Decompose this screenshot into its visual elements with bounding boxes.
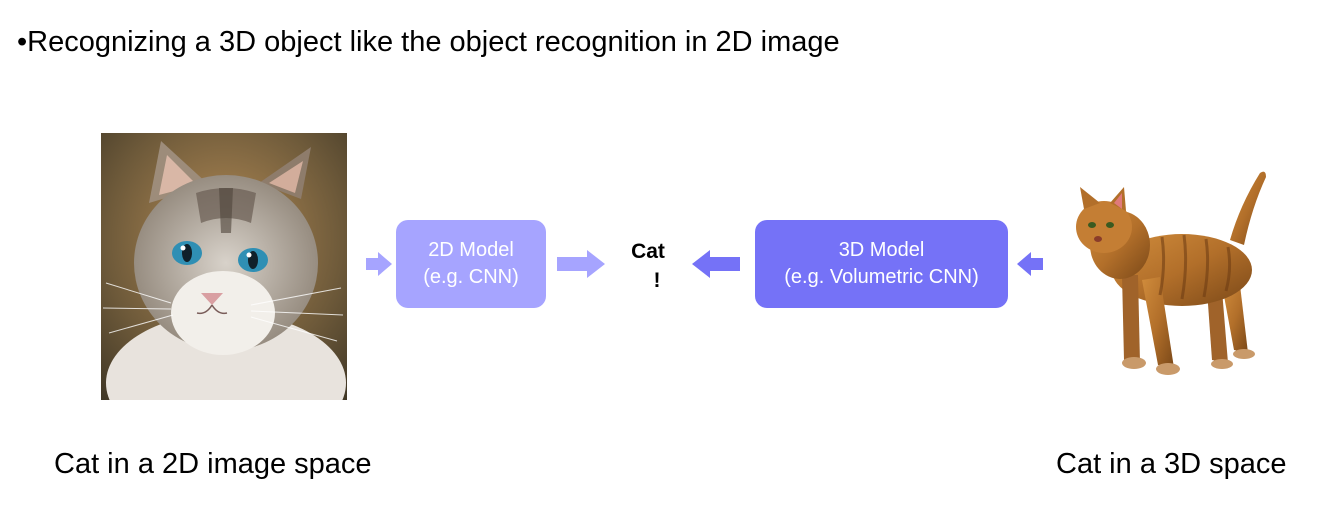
cat-model-3d [1062,165,1272,385]
arrow-3d-to-result [692,250,740,278]
caption-3d-space: Cat in a 3D space [1056,448,1287,480]
model-3d-example: (e.g. Volumetric CNN) [784,266,979,288]
model-2d-example: (e.g. CNN) [423,266,519,288]
slide-heading: •Recognizing a 3D object like the object… [17,26,840,58]
model-3d-box: 3D Model (e.g. Volumetric CNN) [755,220,1008,308]
model-3d-title: 3D Model [838,239,925,261]
cat-photo-2d [101,133,347,400]
result-label: Cat ! [618,237,678,295]
arrow-into-3d-model [1017,252,1043,276]
caption-2d-space: Cat in a 2D image space [54,448,372,480]
arrow-into-2d-model [366,252,392,276]
model-2d-title: 2D Model [428,239,514,261]
arrow-2d-to-result [557,250,605,278]
result-exclamation: ! [653,269,661,292]
model-2d-box: 2D Model (e.g. CNN) [396,220,546,308]
result-word: Cat [631,240,665,263]
